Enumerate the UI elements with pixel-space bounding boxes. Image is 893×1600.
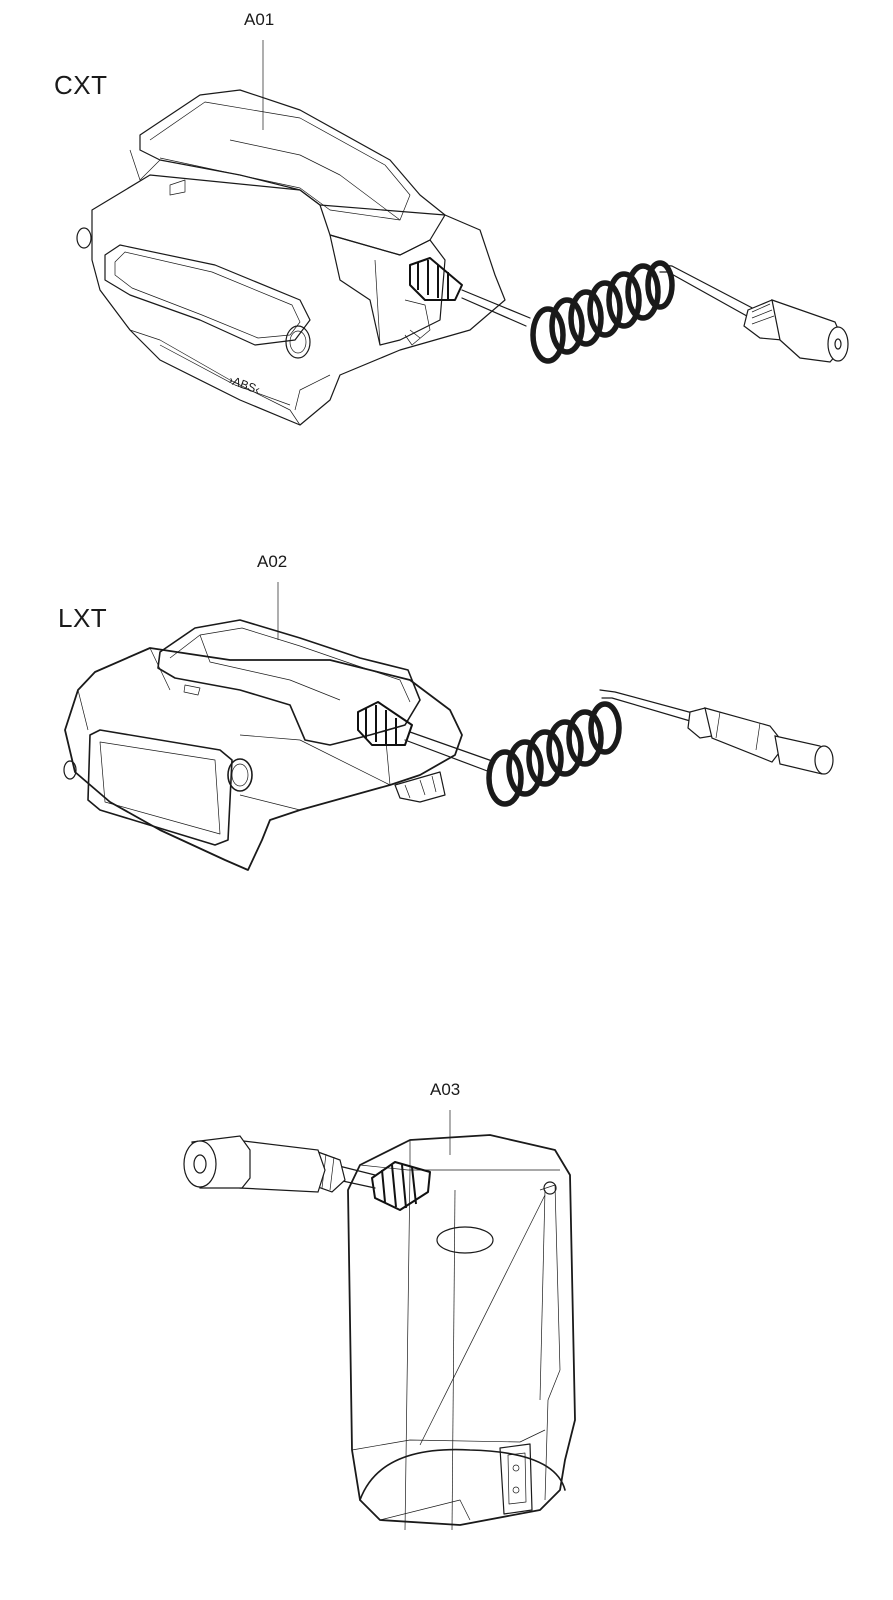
part-label-a02: A02 (257, 552, 288, 571)
adapter-lxt-drawing (63, 582, 834, 871)
a03-barrel-plug (183, 1135, 346, 1193)
cxt-side-window (104, 244, 311, 346)
cxt-connector (409, 257, 531, 327)
lxt-body (64, 647, 463, 871)
adapter-cxt-drawing: ›ABS‹ (76, 40, 849, 426)
part-label-a01: A01 (244, 10, 275, 29)
housing-mark-abs: ›ABS‹ (227, 373, 262, 397)
cxt-coiled-cable (530, 260, 761, 364)
diagram-a03: A03 (0, 1070, 893, 1600)
series-label-cxt: CXT (54, 70, 108, 100)
part-label-a03: A03 (430, 1080, 461, 1099)
cxt-latch (139, 89, 446, 256)
cxt-barrel-plug (743, 299, 849, 363)
lxt-coiled-cable (486, 689, 701, 807)
lxt-barrel-plug (687, 707, 834, 775)
series-label-lxt: LXT (58, 603, 108, 633)
lxt-latch (157, 619, 421, 746)
lxt-release-button (227, 758, 253, 792)
lxt-connector (357, 701, 496, 773)
adapter-a03-drawing (183, 1110, 576, 1531)
lxt-side-window (87, 729, 233, 846)
a03-oval-recess (436, 1226, 494, 1254)
a03-housing (347, 1134, 576, 1531)
diagram-a01: A01 CXT ›ABS‹ (0, 0, 893, 470)
cxt-release-button (285, 325, 311, 359)
diagram-a02: A02 LXT (0, 540, 893, 900)
